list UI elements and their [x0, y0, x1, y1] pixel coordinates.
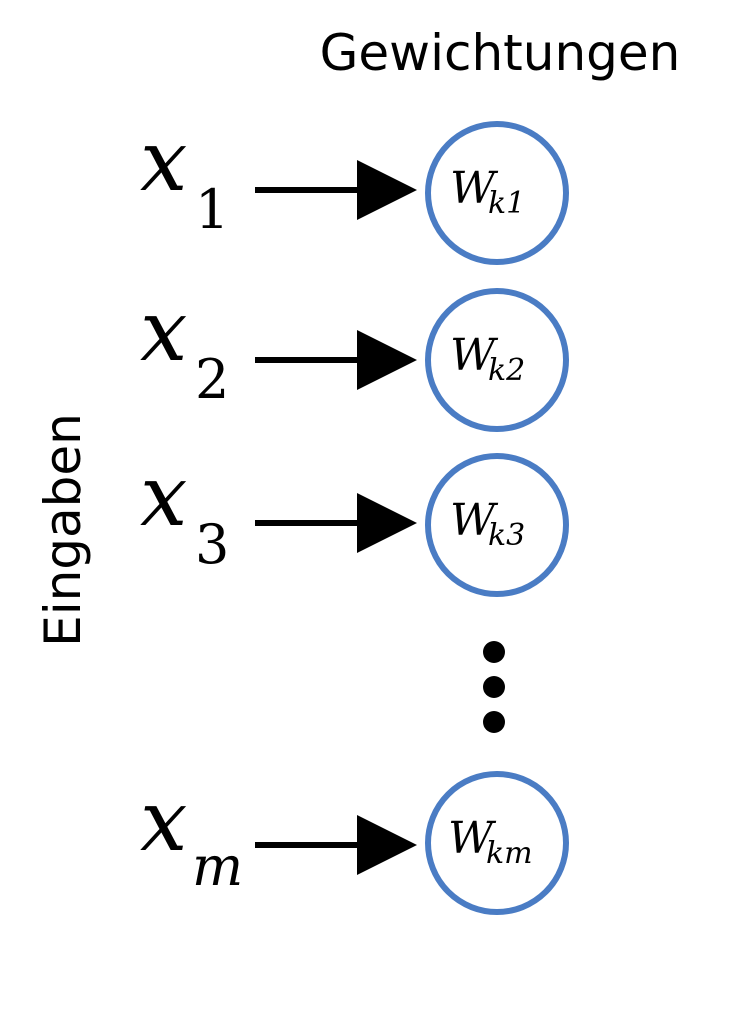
- weight-subscript: k2: [488, 353, 525, 388]
- weight-node: [425, 453, 569, 597]
- input-variable: x: [140, 282, 187, 380]
- weight-subscript: k3: [488, 518, 525, 553]
- input-row-m: x m W km: [140, 771, 569, 915]
- input-subscript: m: [192, 835, 243, 898]
- weight-node: [425, 121, 569, 265]
- inputs-side-label: Eingaben: [34, 413, 92, 647]
- weight-variable: W: [448, 813, 497, 864]
- diagram-title: Gewichtungen: [320, 24, 681, 82]
- weight-variable: W: [450, 163, 499, 214]
- ellipsis-dot: [483, 711, 505, 733]
- input-row-2: x 2 W k2: [140, 282, 569, 432]
- weight-node: [425, 288, 569, 432]
- ellipsis-dot: [483, 641, 505, 663]
- weight-node: [425, 771, 569, 915]
- weight-subscript: k1: [488, 186, 525, 221]
- input-subscript: 1: [195, 178, 229, 241]
- input-variable: x: [140, 447, 187, 545]
- ellipsis-dots: [483, 641, 505, 733]
- input-subscript: 3: [195, 513, 229, 576]
- input-row-3: x 3 W k3: [140, 447, 569, 597]
- ellipsis-dot: [483, 676, 505, 698]
- input-subscript: 2: [195, 348, 229, 411]
- input-row-1: x 1 W k1: [140, 112, 569, 265]
- input-variable: x: [140, 112, 187, 210]
- weight-variable: W: [450, 495, 499, 546]
- weight-variable: W: [450, 330, 499, 381]
- weight-subscript: km: [486, 836, 533, 871]
- input-variable: x: [140, 772, 187, 870]
